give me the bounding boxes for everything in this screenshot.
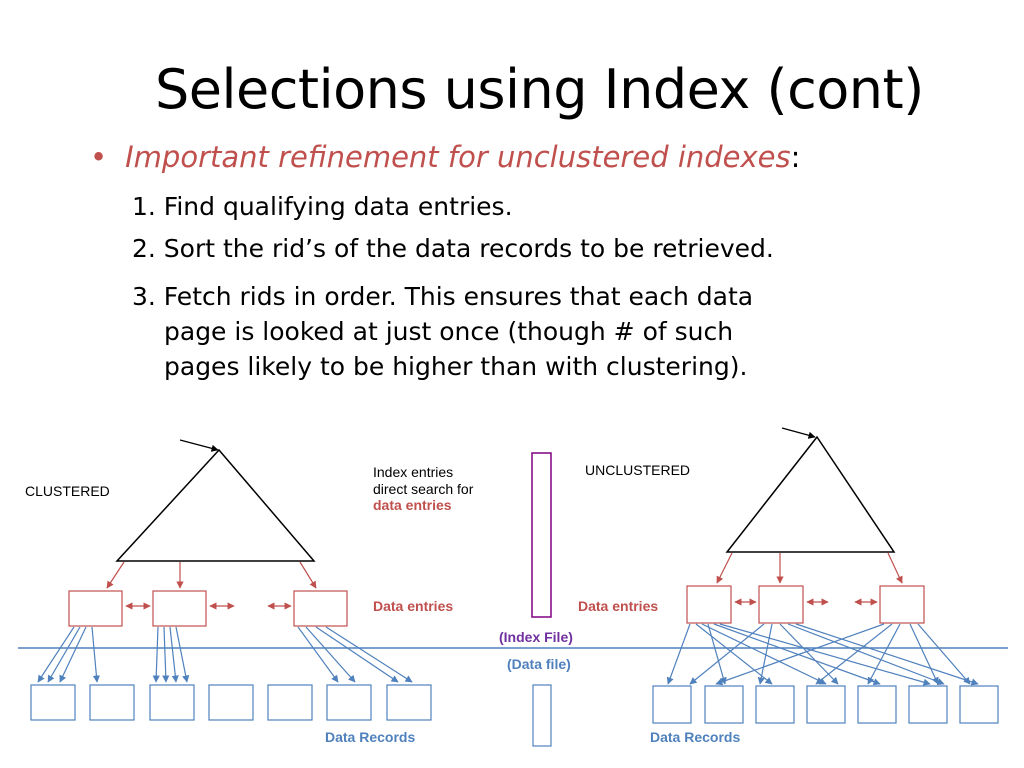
unclustered-data-records-label: Data Records bbox=[650, 729, 740, 745]
bullet-colon: : bbox=[790, 140, 801, 174]
unclustered-data-entry-box bbox=[879, 585, 925, 624]
clustered-data-record bbox=[30, 684, 76, 721]
clustered-data-record bbox=[326, 684, 372, 721]
step-2: 2. Sort the rid’s of the data records to… bbox=[132, 234, 774, 263]
clustered-data-record bbox=[386, 684, 432, 721]
clustered-data-record bbox=[89, 684, 135, 721]
clustered-root-pointer bbox=[179, 439, 219, 452]
slide-title: Selections using Index (cont) bbox=[155, 58, 924, 121]
unclustered-data-record bbox=[704, 685, 744, 724]
unclustered-data-record bbox=[806, 685, 846, 724]
unclustered-data-entries-label: Data entries bbox=[578, 598, 658, 614]
unclustered-index-tree bbox=[725, 435, 896, 553]
index-note-line-3: data entries bbox=[373, 497, 452, 513]
clustered-index-tree bbox=[115, 448, 316, 562]
bullet-line: • Important refinement for unclustered in… bbox=[90, 140, 800, 174]
clustered-tree-arrow bbox=[106, 561, 125, 589]
index-note-line-1: Index entries bbox=[373, 464, 453, 480]
unclustered-data-record bbox=[652, 685, 692, 724]
unclustered-data-entry-box bbox=[686, 585, 732, 624]
bullet-marker: • bbox=[90, 140, 108, 174]
unclustered-record-pointers bbox=[666, 623, 979, 686]
unclustered-tree-arrow bbox=[716, 552, 733, 584]
unclustered-tree-arrow bbox=[887, 552, 903, 584]
index-note-line-2: direct search for bbox=[373, 481, 474, 497]
clustered-data-entries-label: Data entries bbox=[373, 598, 453, 614]
bullet-text: Important refinement for unclustered ind… bbox=[125, 140, 791, 174]
clustered-data-records-label: Data Records bbox=[325, 729, 415, 745]
clustered-data-entry-box bbox=[152, 590, 207, 627]
step-3-line-2: page is looked at just once (though # of… bbox=[164, 317, 734, 346]
index-file-rect bbox=[531, 452, 552, 618]
clustered-record-pointers bbox=[37, 626, 413, 683]
clustered-data-record bbox=[149, 684, 195, 721]
unclustered-data-entry-box bbox=[758, 585, 804, 624]
data-file-label: (Data file) bbox=[507, 656, 571, 672]
data-file-rect bbox=[532, 684, 552, 747]
clustered-tree-arrow bbox=[299, 561, 317, 589]
clustered-data-record bbox=[208, 684, 254, 721]
index-file-label: (Index File) bbox=[499, 629, 573, 645]
clustered-data-entry-box bbox=[68, 590, 123, 627]
clustered-data-record bbox=[267, 684, 313, 721]
clustered-label: CLUSTERED bbox=[25, 483, 110, 499]
step-3: 3. Fetch rids in order. This ensures tha… bbox=[132, 282, 754, 311]
unclustered-data-record bbox=[755, 685, 795, 724]
unclustered-data-record bbox=[908, 685, 948, 724]
step-1: 1. Find qualifying data entries. bbox=[132, 192, 513, 221]
step-3-line-3: pages likely to be higher than with clus… bbox=[164, 352, 748, 381]
unclustered-data-record bbox=[857, 685, 897, 724]
unclustered-root-pointer bbox=[781, 427, 816, 439]
unclustered-label: UNCLUSTERED bbox=[585, 462, 690, 478]
unclustered-data-record bbox=[959, 685, 999, 724]
clustered-data-entry-box bbox=[293, 590, 348, 627]
